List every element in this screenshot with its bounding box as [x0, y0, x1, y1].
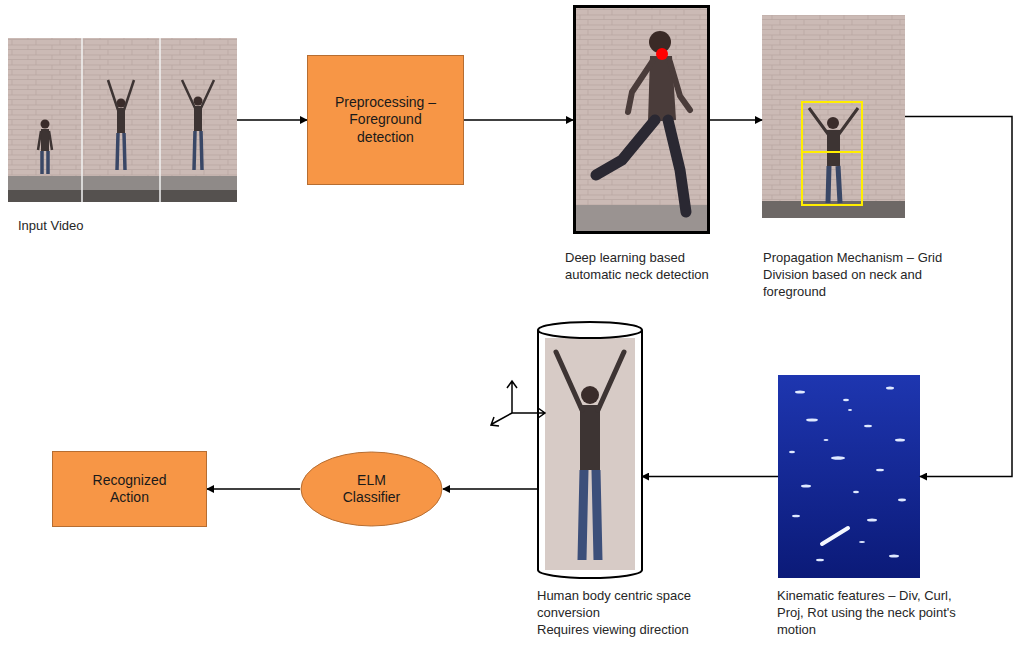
caption-text: Requires viewing direction	[537, 622, 725, 639]
box-label: ELM Classifier	[333, 472, 411, 507]
image-panel: Propagation Mechanism – Grid Division ba…	[762, 15, 905, 218]
output-box: Recognized Action	[52, 451, 207, 527]
body-centric-cylinder	[538, 322, 642, 578]
caption-text: Input Video	[18, 218, 158, 235]
image-panel: Deep learning based automatic neck detec…	[573, 5, 710, 234]
grid-division-image	[762, 15, 905, 218]
box-label: Recognized Action	[84, 472, 176, 507]
flow-arrow	[207, 488, 300, 490]
input-video-frames	[8, 38, 237, 202]
neck-detection-image	[575, 7, 709, 233]
flow-arrow	[642, 476, 778, 478]
flow-arrow	[710, 119, 762, 121]
flow-arrow	[905, 117, 1012, 477]
caption-text: Deep learning based automatic neck detec…	[565, 250, 733, 284]
caption-text: Propagation Mechanism – Grid Division ba…	[763, 250, 945, 301]
flow-arrow	[464, 119, 573, 121]
caption-text: Human body centric space conversion	[537, 588, 725, 622]
caption-text: Kinematic features – Div, Curl, Proj, Ro…	[777, 588, 959, 639]
flow-arrow	[443, 488, 538, 490]
axes-symbol	[491, 381, 545, 426]
classifier-ellipse: ELM Classifier	[300, 451, 443, 527]
video-frames: Input Video	[8, 38, 237, 202]
process-box: Preprocessing – Foreground detection	[307, 55, 464, 185]
box-label: Preprocessing – Foreground detection	[325, 94, 447, 147]
flow-arrow	[237, 119, 307, 121]
feature-map-panel: Kinematic features – Div, Curl, Proj, Ro…	[778, 375, 920, 578]
kinematic-feature-map	[778, 375, 920, 578]
cylinder-panel: Human body centric space conversionRequi…	[538, 322, 642, 578]
